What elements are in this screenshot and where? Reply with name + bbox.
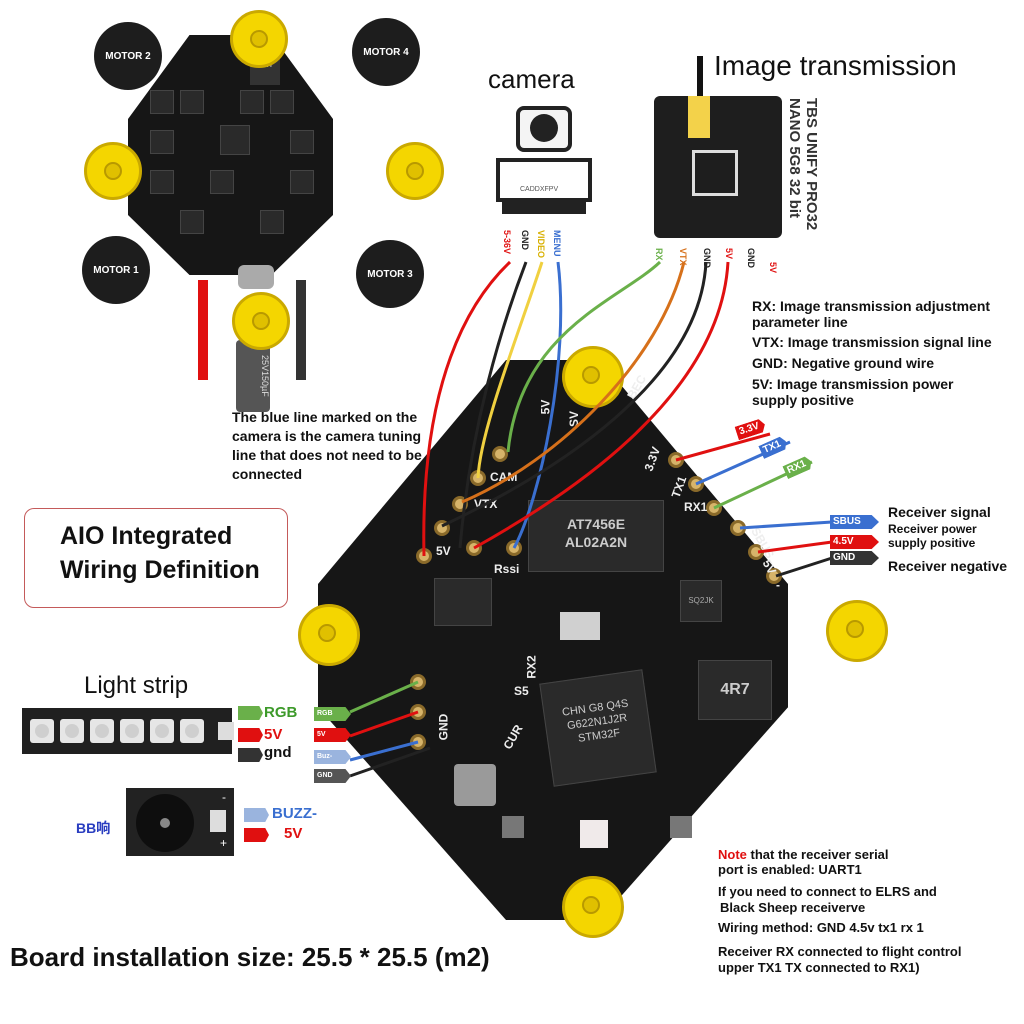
note-line2: port is enabled: UART1: [718, 862, 862, 877]
light-strip-title: Light strip: [84, 672, 189, 699]
fc-tag-gnd: GND: [314, 769, 351, 783]
strip-5v: 5V: [264, 726, 283, 743]
camera-title: camera: [488, 64, 575, 94]
motor-2: MOTOR 2: [94, 22, 162, 90]
buzzer: - +: [126, 788, 234, 856]
osd-chip-text-1: AT7456E: [566, 516, 626, 532]
receiver-signal: Receiver signal: [888, 504, 991, 520]
silk-rx1: RX1: [684, 500, 708, 514]
tag-sbus: SBUS: [830, 515, 879, 529]
vtx-module-text: TBS UNIFY PRO32 NANO 5G8 32 bit: [786, 98, 820, 231]
camera-pin-2: GND: [520, 230, 530, 250]
vtx-pin-vtx: VTX: [678, 248, 688, 266]
vtx-title: Image transmission: [714, 50, 957, 81]
vtx-pin-gnd: GND: [702, 248, 712, 268]
motor-3: MOTOR 3: [356, 240, 424, 308]
note-line6: Receiver RX connected to flight control: [718, 944, 962, 959]
strip-tag-rgb: [238, 706, 263, 720]
motor-4: MOTOR 4: [352, 18, 420, 86]
vtx-note-gnd: GND: Negative ground wire: [752, 355, 935, 371]
mount-fc-bottom: [562, 876, 624, 938]
strip-rgb: RGB: [264, 704, 298, 721]
strip-tag-5v: [238, 728, 263, 742]
vtx-pin-gnd-2: GND: [746, 248, 756, 268]
note-line1-text: that the receiver serial: [746, 847, 889, 862]
vtx-note-vtx: VTX: Image transmission signal line: [752, 334, 992, 350]
receiver-negative: Receiver negative: [888, 558, 1008, 574]
capacitor: 25V150µF: [236, 340, 270, 412]
vtx-pin-5v-2: 5V: [768, 262, 778, 274]
note-line7: upper TX1 TX connected to RX1): [718, 960, 920, 975]
fc-tag-5v: 5V: [314, 728, 351, 742]
crystal: [560, 612, 600, 640]
note-line5: Wiring method: GND 4.5v tx1 rx 1: [718, 920, 924, 935]
camera-pin-1: 5-36V: [502, 230, 512, 255]
fc-button: [454, 764, 496, 806]
mount-fc-top: [562, 346, 624, 408]
buzzer-5v: 5V: [284, 825, 303, 842]
camera-brand: CADDXFPV: [520, 186, 559, 193]
fc-inductor: 4R7: [698, 660, 772, 720]
receiver-power: Receiver power supply positive: [888, 522, 977, 550]
esc-board: 4R7 25V150µF: [90, 10, 370, 412]
buzzer-buzz: BUZZ-: [272, 805, 317, 822]
buzz-tag-5v: [244, 828, 269, 842]
camera-icon: CADDXFPV: [492, 100, 596, 230]
fc-tag-rgb: RGB: [314, 707, 351, 721]
silk-s5: S5: [514, 684, 529, 698]
vtx-note-5v: 5V: Image transmission power supply posi…: [752, 376, 954, 408]
note-line1: Note that the receiver serial: [718, 847, 889, 862]
mount-top-b: [84, 142, 142, 200]
silk-5v: 5V: [436, 544, 451, 558]
fc-tag-buz: Buz-: [314, 750, 351, 764]
vtx-pin-rx: RX: [654, 248, 664, 261]
vtx-pin-5v: 5V: [724, 248, 734, 260]
osd-chip: AT7456E AL02A2N: [528, 500, 664, 572]
buzz-tag-minus: [244, 808, 269, 822]
mount-top-c: [386, 142, 444, 200]
osd-chip-text-2: AL02A2N: [564, 534, 628, 550]
board-size: Board installation size: 25.5 * 25.5 (m2…: [10, 942, 490, 972]
motor-1: MOTOR 1: [82, 236, 150, 304]
strip-tag-gnd: [238, 748, 263, 762]
mount-top-d: [232, 292, 290, 350]
silk-rssi: Rssi: [494, 562, 520, 576]
camera-pin-3: VIDEO: [536, 230, 546, 259]
silk-minus: -: [776, 578, 780, 592]
buzzer-label: BB响: [76, 820, 111, 836]
note-line3: If you need to connect to ELRS and: [718, 884, 937, 899]
buzzer-minus: -: [222, 790, 226, 804]
mount-top-a: [230, 10, 288, 68]
camera-note: The blue line marked on the camera is th…: [232, 409, 422, 482]
mount-fc-right: [826, 600, 888, 662]
vtx-module: [654, 96, 782, 238]
aio-title-box: [24, 508, 288, 608]
vtx-antenna: [697, 56, 703, 96]
silk-cam: CAM: [490, 470, 518, 484]
strip-gnd: gnd: [264, 744, 292, 761]
tag-gnd: GND: [830, 551, 879, 565]
light-strip: [22, 708, 234, 754]
aio-title-line2: Wiring Definition: [60, 556, 260, 584]
camera-pin-4: MENU: [552, 230, 562, 257]
aio-title-line1: AIO Integrated: [60, 522, 233, 550]
mount-fc-left: [298, 604, 360, 666]
tag-4v5: 4.5V: [830, 535, 879, 549]
small-chip-right: SQ2JK: [680, 580, 722, 622]
vtx-note-rx: RX: Image transmission adjustment parame…: [752, 298, 991, 330]
small-chip-left: [434, 578, 492, 626]
buzzer-plus: +: [220, 836, 228, 850]
note-line4: Black Sheep receiverve: [720, 900, 866, 915]
note-highlight: Note: [718, 847, 747, 862]
